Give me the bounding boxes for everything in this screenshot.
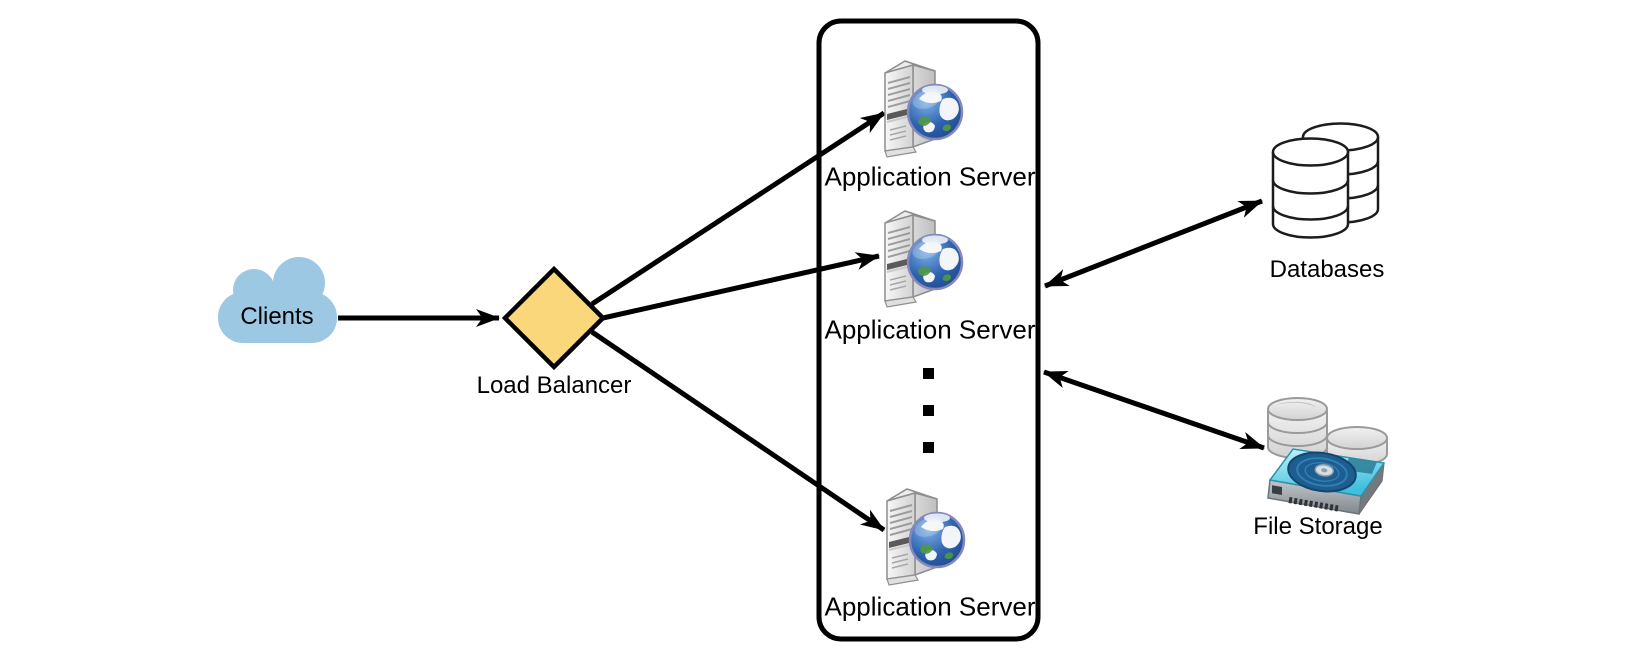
edge-appservers-to-filestorage <box>1043 369 1265 451</box>
ellipsis-dot <box>923 442 934 453</box>
app-server-group-box <box>816 18 1041 642</box>
load-balancer-diamond <box>501 265 607 371</box>
clients-cloud-icon <box>218 257 337 343</box>
edge-loadbalancer-to-appserver3 <box>590 329 886 533</box>
edges <box>338 110 1265 533</box>
edge-appservers-to-databases <box>1044 198 1263 289</box>
file-storage-icon <box>1267 397 1388 515</box>
clients-label: Clients <box>240 302 314 330</box>
databases-label: Databases <box>1269 255 1385 283</box>
edge-loadbalancer-to-appserver2 <box>602 252 880 321</box>
ellipsis-dot <box>923 405 934 416</box>
app-server-2-icon <box>883 209 964 309</box>
app-server-3-icon <box>885 487 966 587</box>
file-storage-label: File Storage <box>1253 512 1383 540</box>
edge-loadbalancer-to-appserver1 <box>590 110 886 307</box>
app-server-2-label: Application Server <box>824 314 1036 345</box>
databases-icon <box>1271 122 1380 239</box>
load-balancer-label: Load Balancer <box>476 371 632 399</box>
ellipsis-dot <box>923 368 934 379</box>
app-server-1-icon <box>883 59 964 159</box>
app-server-3-label: Application Server <box>824 591 1036 622</box>
app-server-1-label: Application Server <box>824 161 1036 192</box>
